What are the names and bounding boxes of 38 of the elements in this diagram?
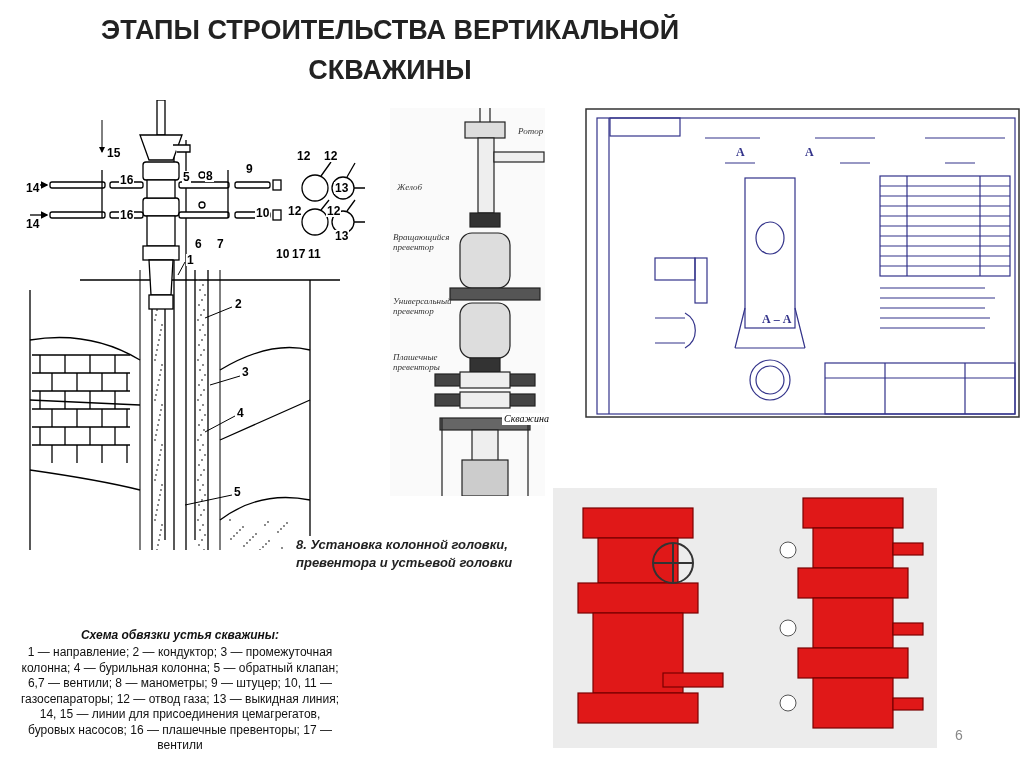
callout-number: 15 — [106, 147, 122, 159]
legend-text: 1 — направление; 2 — кондуктор; 3 — промежуточная колонна; 4 — бурильная колонна; 5 — обратный клапан; 6,7 — вентили; 8 — манометры; 9 — штуцер; 10, 11 — газосепараторы; 12 — отвод газа; 13 — выкидная линия; 14, 15 — линии для присоединения цемагрегатов, буровых насосов; 16 — плашечные превенторы; 17 — вентили — [20, 645, 340, 754]
callout-number: 5 — [182, 171, 191, 183]
callout-number: 14 — [25, 182, 41, 194]
callout-number: 2 — [234, 298, 243, 310]
callout-number: 6 — [194, 238, 203, 250]
callout-number: 12 — [326, 205, 342, 217]
slide-title: ЭТАПЫ СТРОИТЕЛЬСТВА ВЕРТИКАЛЬНОЙ СКВАЖИНЫ — [99, 13, 681, 87]
callout-number: 13 — [334, 230, 350, 242]
section-mark: А — [805, 145, 814, 160]
callout-number: 16 — [119, 174, 135, 186]
part-label: Вращающийся превентор — [393, 232, 451, 252]
callout-number: 3 — [241, 366, 250, 378]
callout-number: 16 — [119, 209, 135, 221]
callout-number: 9 — [245, 163, 254, 175]
page-number: 6 — [955, 727, 963, 743]
callout-number: 17 — [291, 248, 307, 260]
callout-number: 1 — [186, 254, 195, 266]
callout-number: 10 — [275, 248, 291, 260]
callout-number: 10 — [255, 207, 271, 219]
callout-number: 12 — [296, 150, 312, 162]
part-label: Плашечные превенторы — [393, 352, 441, 372]
part-label: Желоб — [397, 182, 423, 192]
part-label: Скважина — [502, 413, 551, 425]
callout-number: 12 — [287, 205, 303, 217]
callout-number: 4 — [236, 407, 245, 419]
callout-number: 13 — [334, 182, 350, 194]
callout-number: 8 — [205, 170, 214, 182]
callout-number: 14 — [25, 218, 41, 230]
legend-heading: Схема обвязки устья скважины: — [79, 628, 281, 642]
part-label: Ротор — [518, 126, 545, 136]
part-label: Универсальный превентор — [393, 296, 453, 316]
callout-number: 12 — [323, 150, 339, 162]
callout-number: 5 — [233, 486, 242, 498]
callout-number: 11 — [307, 248, 322, 260]
section-mark: А – А — [762, 312, 792, 327]
callout-number: 7 — [216, 238, 225, 250]
section-mark: А — [736, 145, 745, 160]
